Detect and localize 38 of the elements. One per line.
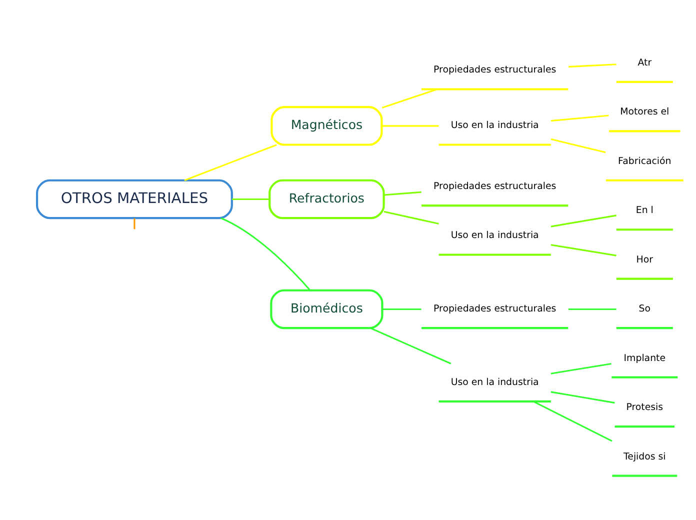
node-box: OTROS MATERIALES bbox=[36, 179, 233, 220]
connector bbox=[384, 191, 422, 196]
connector bbox=[382, 125, 439, 127]
node-box: Magnéticos bbox=[270, 106, 383, 146]
connector bbox=[550, 362, 612, 374]
connector bbox=[382, 308, 422, 310]
connector bbox=[568, 64, 616, 68]
connector bbox=[384, 210, 439, 225]
connector bbox=[568, 308, 616, 310]
connector bbox=[184, 144, 277, 182]
connector bbox=[550, 214, 616, 228]
node-text: Uso en la industria bbox=[450, 376, 539, 388]
node-text: Atr bbox=[638, 57, 652, 68]
node-text: Uso en la industria bbox=[450, 230, 539, 242]
connector bbox=[533, 400, 612, 442]
connector bbox=[220, 217, 311, 291]
node-text: Uso en la industria bbox=[450, 120, 539, 132]
connector bbox=[550, 244, 616, 256]
node-text: Motores el bbox=[620, 106, 670, 118]
node-text: Fabricación bbox=[618, 156, 672, 167]
node-text: Propiedades estructurales bbox=[434, 180, 556, 192]
connector bbox=[232, 198, 270, 200]
connector bbox=[550, 114, 609, 122]
connector bbox=[134, 218, 136, 230]
node-text: Tejidos si bbox=[624, 451, 666, 462]
connector bbox=[550, 138, 606, 154]
connector bbox=[382, 88, 438, 108]
node-text: So bbox=[638, 304, 651, 315]
connector bbox=[370, 327, 452, 364]
connector bbox=[550, 391, 615, 404]
node-box: Refractorios bbox=[268, 179, 385, 220]
node-text: Propiedades estructurales bbox=[434, 64, 556, 76]
node-text: Implante bbox=[624, 352, 666, 364]
node-text: Hor bbox=[636, 254, 654, 266]
node-text: Propiedades estructurales bbox=[434, 304, 556, 315]
node-text: Protesis bbox=[626, 402, 664, 414]
node-box: Biomédicos bbox=[270, 289, 384, 330]
node-text: En l bbox=[636, 205, 654, 216]
